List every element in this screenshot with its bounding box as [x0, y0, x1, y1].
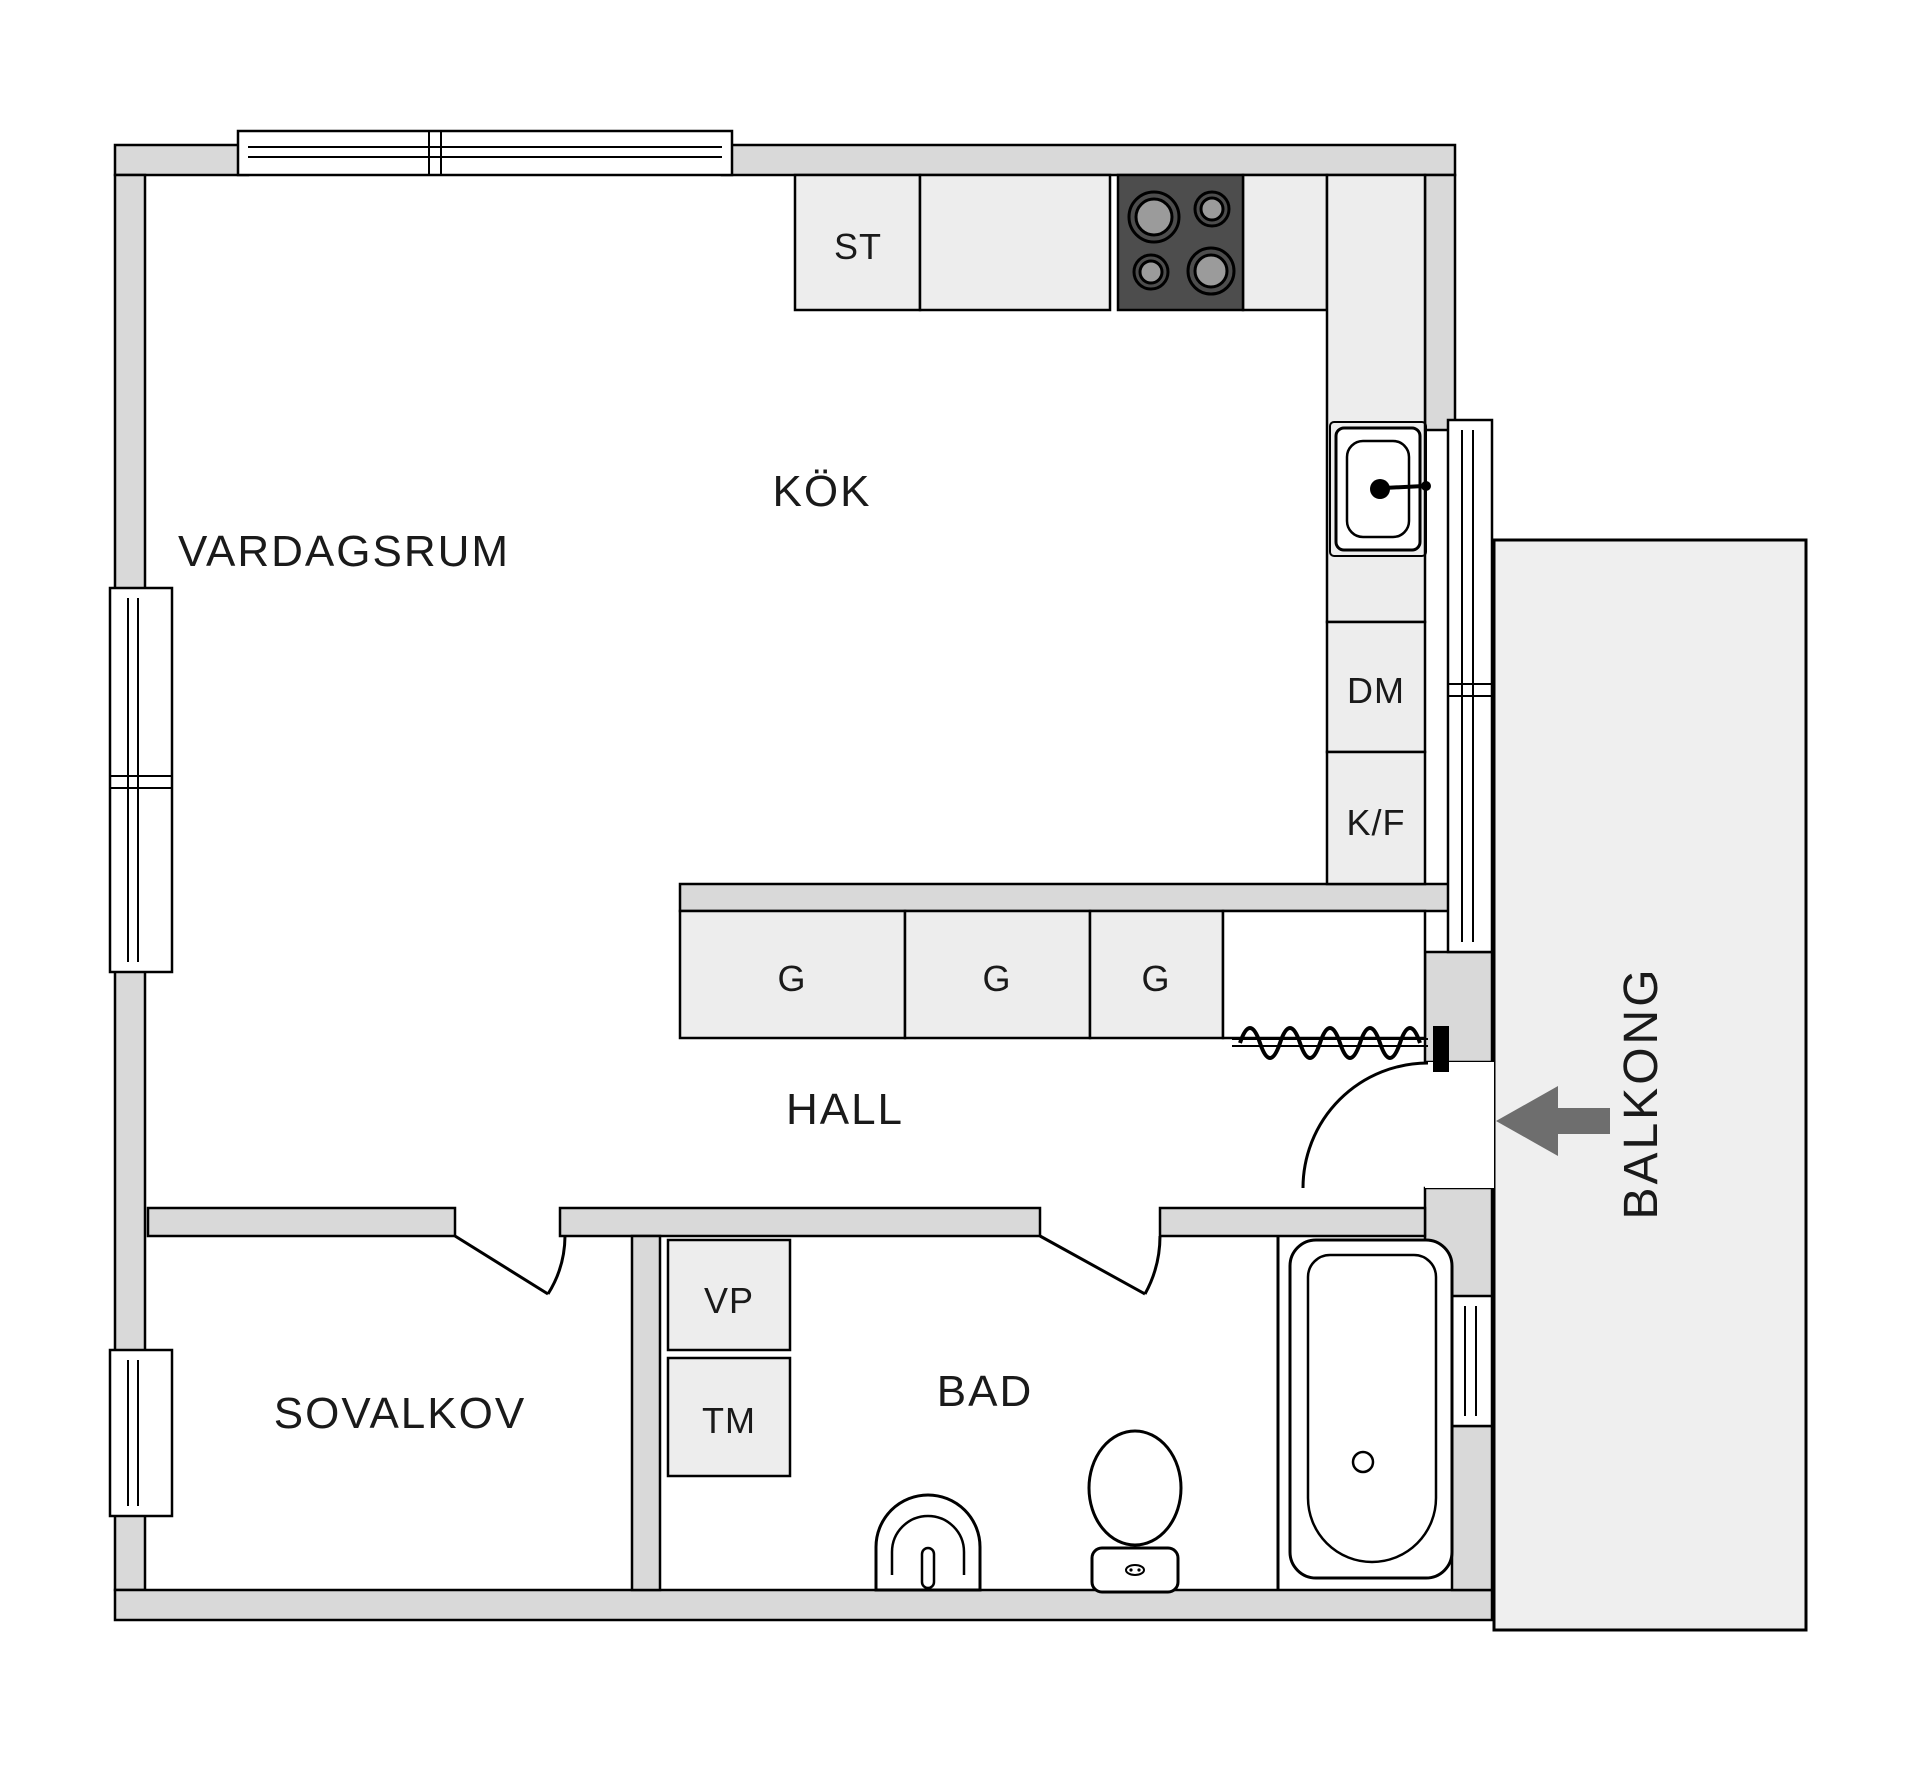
- door-swing-icon: [454, 1234, 567, 1296]
- bathroom-fixtures: [874, 1236, 1454, 1594]
- wall-top-right: [720, 143, 1457, 177]
- wardrobe-g3: [1088, 909, 1225, 1040]
- balcony-slab: [1492, 538, 1808, 1632]
- hall-open-cabinet: [1221, 909, 1427, 1040]
- cabinet-tm: [666, 1356, 792, 1478]
- window-icon: [108, 586, 174, 974]
- cabinet-label-kf: K/F: [1346, 802, 1405, 843]
- wall-kitchen-hall: [678, 882, 1452, 913]
- toilet-icon: [1087, 1429, 1183, 1594]
- labels: VARDAGSRUM KÖK HALL SOVALKOV BAD BALKONG…: [178, 226, 1668, 1441]
- cabinet-counter: [918, 173, 1112, 312]
- cabinet-label-vp: VP: [704, 1280, 754, 1321]
- wall-sovalkov-top: [146, 1206, 457, 1238]
- cabinet-label-tm: TM: [702, 1400, 756, 1441]
- wall-left-lower: [113, 1506, 147, 1592]
- door-swing-icon: [1039, 1234, 1162, 1296]
- cabinet-label-dm: DM: [1347, 670, 1405, 711]
- cabinet-label-g: G: [777, 958, 806, 999]
- door-swing-icon: [1301, 1061, 1429, 1189]
- cabinet-label-g: G: [982, 958, 1011, 999]
- room-label-sovalkov: SOVALKOV: [274, 1389, 526, 1438]
- room-label-kok: KÖK: [773, 467, 872, 516]
- coat-rail-icon: [1232, 1026, 1428, 1060]
- cabinet-counter: [1241, 173, 1329, 312]
- cabinet-label-g: G: [1141, 958, 1170, 999]
- window-icon: [1446, 418, 1494, 954]
- cabinet-vp: [666, 1238, 792, 1352]
- wardrobe-g1: [678, 909, 907, 1040]
- kitchen-sink-icon: [1329, 421, 1431, 557]
- wall-bottom: [113, 1588, 1494, 1622]
- balcony-door-opening: [1425, 1062, 1494, 1188]
- wall-bath-top-left: [558, 1206, 1042, 1238]
- window-icon: [1450, 1294, 1494, 1428]
- wall-top-left: [113, 143, 250, 177]
- window-icon: [108, 1348, 174, 1518]
- cabinet-kf: [1325, 750, 1427, 886]
- wall-left-middle: [113, 960, 147, 1360]
- wall-left-upper: [113, 173, 147, 600]
- bathtub-icon: [1276, 1236, 1454, 1590]
- wall-sovalkov-bad-divider: [630, 1234, 662, 1592]
- room-label-bad: BAD: [937, 1367, 1033, 1416]
- wall-right-lower: [1450, 1424, 1494, 1592]
- wall-right-upper: [1423, 173, 1457, 432]
- room-label-hall: HALL: [786, 1085, 904, 1134]
- balcony-area: [1492, 538, 1808, 1632]
- wall-bath-top-right: [1158, 1206, 1427, 1238]
- stove-icon: [1116, 173, 1245, 312]
- balcony-door: [1301, 1026, 1494, 1189]
- washbasin-icon: [874, 1493, 982, 1592]
- room-label-balkong: BALKONG: [1615, 966, 1668, 1219]
- door-hinge-block: [1433, 1026, 1449, 1072]
- entry-arrow-icon: [1496, 1086, 1610, 1156]
- cabinet-sink-counter: [1325, 173, 1427, 624]
- windows: [108, 129, 1494, 1518]
- walls: [113, 143, 1494, 1622]
- interior-doors: [454, 1234, 1162, 1296]
- cabinet-dm: [1325, 620, 1427, 754]
- window-icon: [236, 129, 734, 177]
- room-label-vardagsrum: VARDAGSRUM: [178, 527, 510, 576]
- cabinet-label-st: ST: [834, 226, 882, 267]
